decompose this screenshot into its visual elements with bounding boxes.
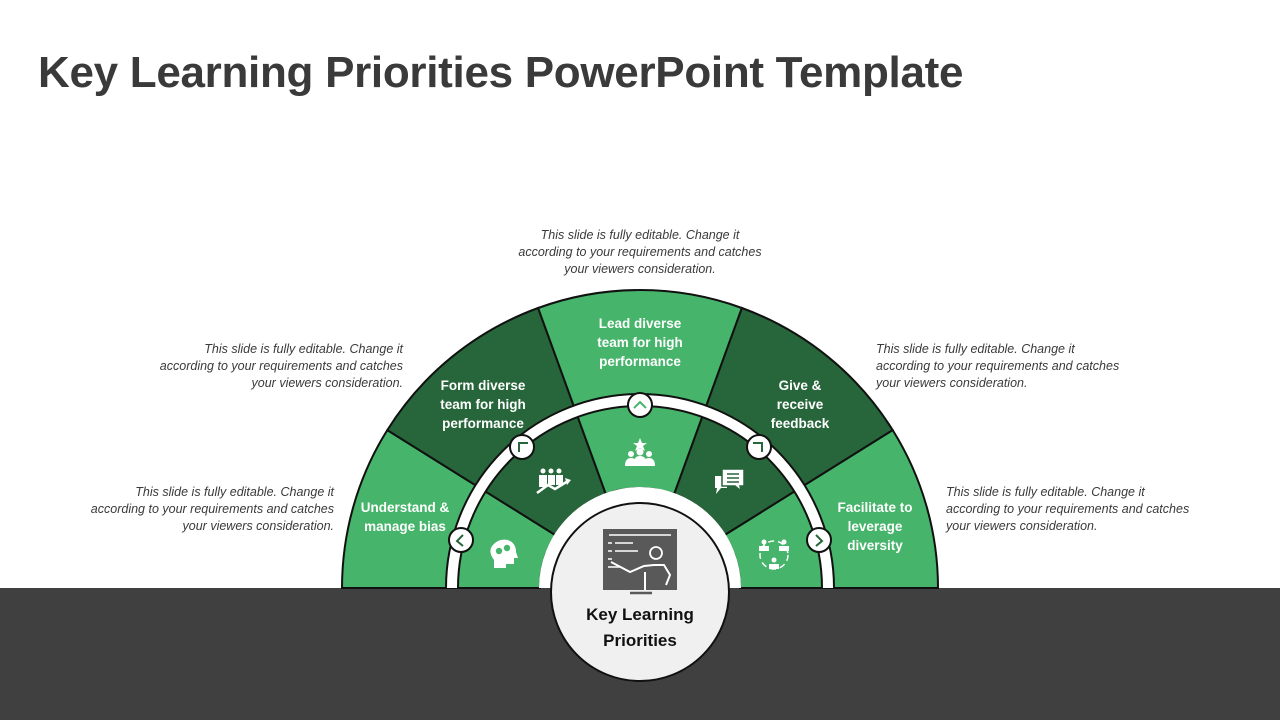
description-line: according to your requirements and catch… xyxy=(876,359,1120,373)
chevron-left-icon xyxy=(455,534,464,547)
description-line: This slide is fully editable. Change it xyxy=(135,485,334,499)
chevron-up-left-icon xyxy=(518,442,528,452)
arrow-node-4[interactable] xyxy=(746,434,772,460)
teacher-presentation-icon xyxy=(603,529,677,595)
description-line: This slide is fully editable. Change it xyxy=(946,485,1145,499)
arrow-node-2[interactable] xyxy=(509,434,535,460)
description-line: This slide is fully editable. Change it xyxy=(204,342,403,356)
team-growth-icon xyxy=(536,468,571,495)
chevron-up-right-icon xyxy=(753,442,763,452)
description-line: according to your requirements and catch… xyxy=(159,359,403,373)
center-title-line2: Priorities xyxy=(603,631,677,650)
description-line: your viewers consideration. xyxy=(876,376,1028,390)
description-line: your viewers consideration. xyxy=(251,376,403,390)
description-line: This slide is fully editable. Change it xyxy=(540,228,740,242)
chat-bubbles-icon xyxy=(715,468,745,494)
description-line: according to your requirements and catch… xyxy=(946,502,1190,516)
arrow-node-3[interactable] xyxy=(627,392,653,418)
center-title: Key Learning Priorities xyxy=(560,602,720,654)
team-star-icon xyxy=(625,438,655,466)
description-2: This slide is fully editable. Change it … xyxy=(143,341,403,392)
description-line: your viewers consideration. xyxy=(564,262,716,276)
slide-title: Key Learning Priorities PowerPoint Templ… xyxy=(38,48,964,97)
segment-label-5: Facilitate to leverage diversity xyxy=(837,500,913,553)
network-people-icon xyxy=(759,539,789,570)
description-line: according to your requirements and catch… xyxy=(518,245,762,259)
description-4: This slide is fully editable. Change it … xyxy=(876,341,1136,392)
segment-label-2: Form diverse team for high performance xyxy=(440,378,526,431)
description-line: your viewers consideration. xyxy=(182,519,334,533)
description-3: This slide is fully editable. Change it … xyxy=(510,227,770,278)
arrow-node-1[interactable] xyxy=(448,527,474,553)
chevron-up-icon xyxy=(633,400,647,409)
segment-label-1: Understand & manage bias xyxy=(360,500,450,534)
description-5: This slide is fully editable. Change it … xyxy=(946,484,1206,535)
description-line: This slide is fully editable. Change it xyxy=(876,342,1075,356)
description-line: your viewers consideration. xyxy=(946,519,1098,533)
description-1: This slide is fully editable. Change it … xyxy=(74,484,334,535)
center-title-line1: Key Learning xyxy=(586,605,694,624)
description-line: according to your requirements and catch… xyxy=(90,502,334,516)
segment-label-4: Give & receive feedback xyxy=(770,378,830,431)
arrow-node-5[interactable] xyxy=(806,527,832,553)
chevron-right-icon xyxy=(815,534,824,547)
head-gears-icon xyxy=(490,539,518,568)
segment-label-3: Lead diverse team for high performance xyxy=(597,316,683,369)
